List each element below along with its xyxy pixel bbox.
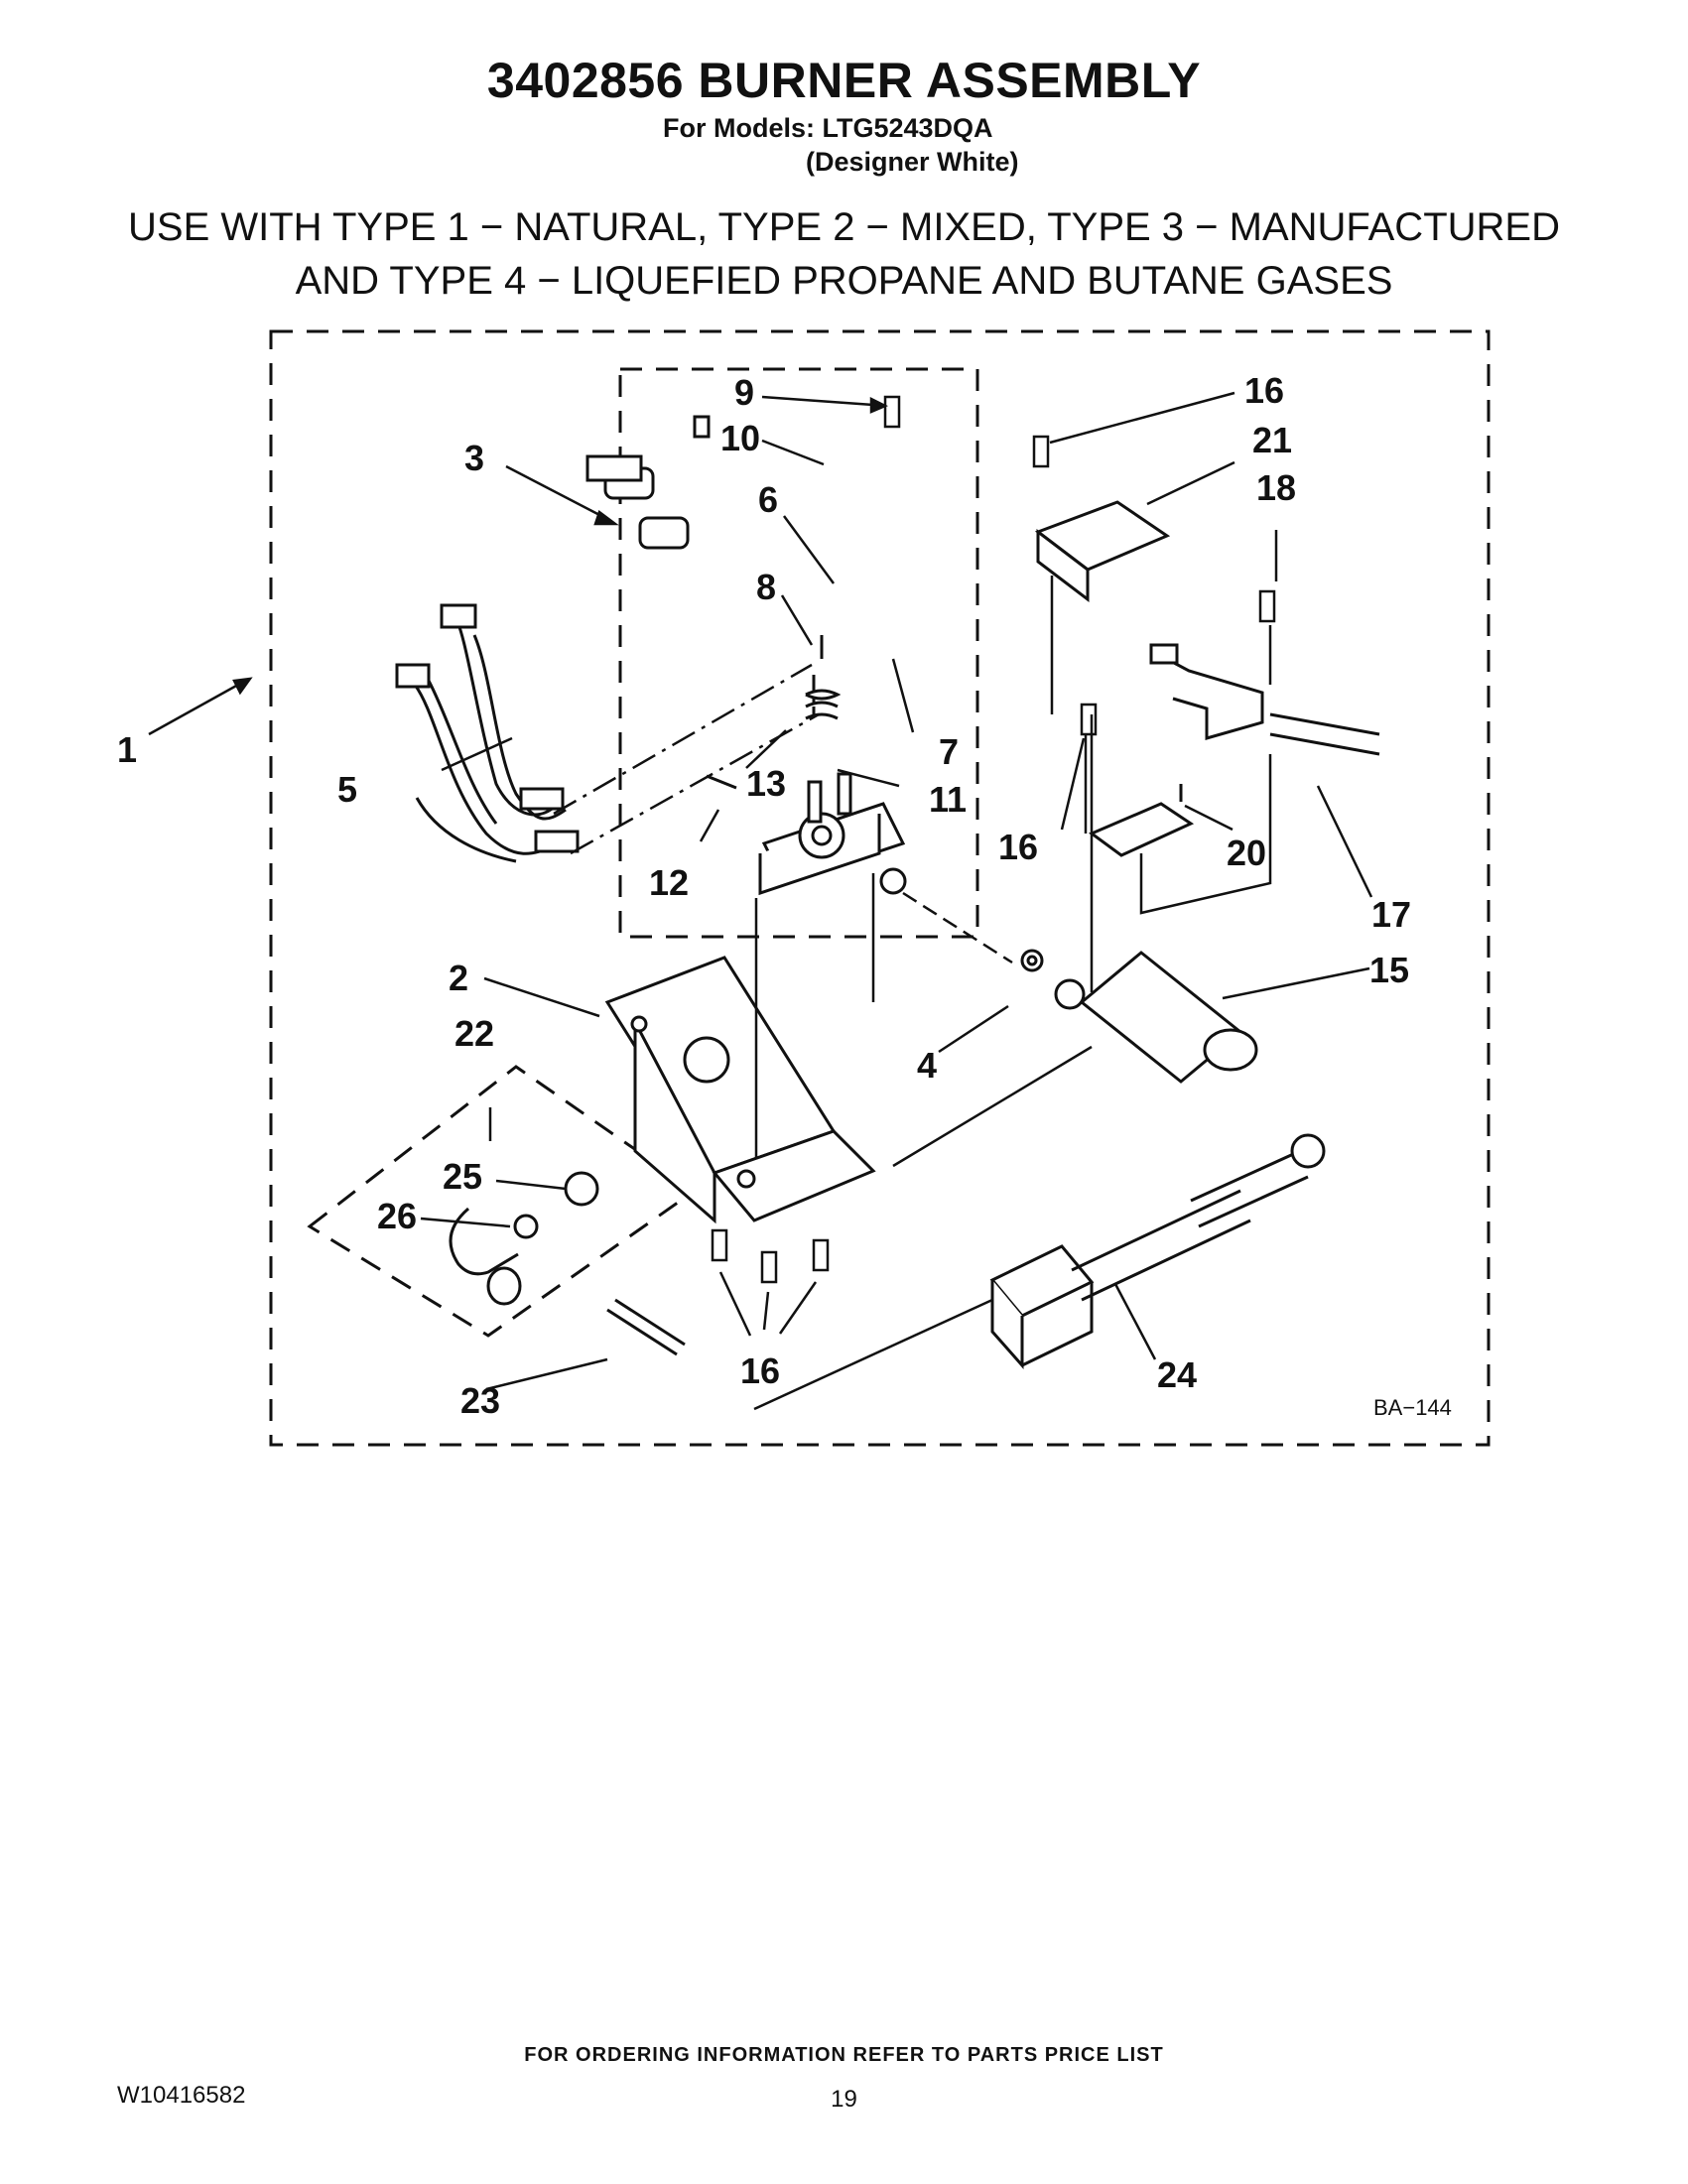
callout-13: 13 [746, 763, 786, 804]
valve-subassembly-boundary [618, 367, 979, 939]
screw-icons [711, 395, 1276, 1284]
wire-harness-part [395, 603, 580, 863]
assembly-boundary [269, 329, 1491, 1447]
callout-labels: 1 2 3 4 5 6 7 8 9 10 11 12 13 15 16 16 1… [117, 370, 1452, 1421]
callout-8: 8 [756, 567, 776, 607]
page-number: 19 [831, 2086, 857, 2113]
callout-16-mid: 16 [998, 827, 1038, 867]
color-line: (Designer White) [806, 147, 1019, 177]
callout-5: 5 [337, 769, 357, 810]
ordering-note: FOR ORDERING INFORMATION REFER TO PARTS … [524, 2044, 1164, 2066]
callout-23: 23 [460, 1380, 500, 1421]
callout-2: 2 [449, 958, 468, 998]
callout-3: 3 [464, 438, 484, 478]
callout-22: 22 [454, 1013, 494, 1054]
callout-17: 17 [1371, 894, 1411, 935]
gas-types-line-2: AND TYPE 4 − LIQUEFIED PROPANE AND BUTAN… [295, 259, 1393, 303]
callout-16-top: 16 [1244, 370, 1284, 411]
callout-1: 1 [117, 729, 137, 770]
gas-types-line-1: USE WITH TYPE 1 − NATURAL, TYPE 2 − MIXE… [128, 205, 1560, 249]
gas-pipe-and-fittings [449, 1133, 1326, 1369]
callout-11: 11 [929, 779, 967, 820]
callout-4: 4 [917, 1045, 937, 1086]
callout-10: 10 [720, 418, 760, 458]
mounting-bracket-part [604, 956, 876, 1224]
document-number: W10416582 [117, 2082, 246, 2109]
callout-12: 12 [649, 862, 689, 903]
callout-16-bottom: 16 [740, 1350, 780, 1391]
callout-15: 15 [1369, 950, 1409, 990]
callout-20: 20 [1227, 833, 1266, 873]
gas-types-note: USE WITH TYPE 1 − NATURAL, TYPE 2 − MIXE… [0, 200, 1688, 308]
callout-9: 9 [734, 372, 754, 413]
callout-24: 24 [1157, 1354, 1197, 1395]
callout-21: 21 [1252, 420, 1292, 460]
drawing-code: BA−144 [1373, 1395, 1452, 1420]
callout-18: 18 [1256, 467, 1296, 508]
gas-valve-part [585, 415, 907, 896]
ignitor-parts [1034, 500, 1380, 857]
callout-7: 7 [939, 731, 959, 772]
models-line: For Models: LTG5243DQA [663, 113, 993, 143]
burner-tube-part [1020, 949, 1258, 1084]
models-block: For Models: LTG5243DQA (Designer White) [663, 111, 1019, 179]
page-title: 3402856 BURNER ASSEMBLY [486, 53, 1202, 108]
callout-25: 25 [443, 1156, 482, 1197]
callout-6: 6 [758, 479, 778, 520]
callout-26: 26 [377, 1196, 417, 1236]
callout-arrows [148, 391, 1373, 1391]
